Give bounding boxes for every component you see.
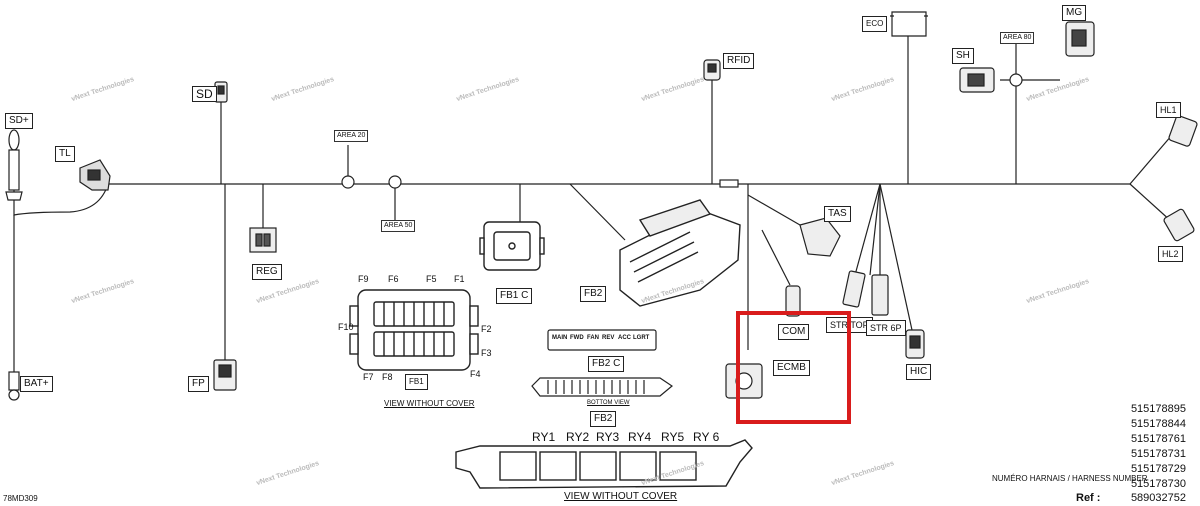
str-top-connector xyxy=(842,270,866,308)
label-hic: HIC xyxy=(906,364,932,380)
ref-label: Ref : xyxy=(1076,492,1101,504)
tl-connector xyxy=(79,159,111,191)
harness-number: 515178844 xyxy=(1130,418,1186,430)
ref-number: 589032752 xyxy=(1130,492,1186,504)
com-connector xyxy=(785,285,801,317)
label-sh: SH xyxy=(952,48,974,64)
fuse-label: F7 xyxy=(363,372,374,382)
fuse-label: F5 xyxy=(426,274,437,284)
area-20-marker: AREA 20 xyxy=(334,130,369,142)
label-tas: TAS xyxy=(824,206,851,222)
hl2-connector xyxy=(1163,208,1195,242)
area-80-marker: AREA 80 xyxy=(1000,32,1035,44)
relay-label: RY3 xyxy=(596,430,620,444)
harness-number: 515178730 xyxy=(1130,478,1186,490)
fuse-label: F8 xyxy=(382,372,393,382)
harness-number: 515178731 xyxy=(1130,448,1186,460)
fb2c-slot: REV xyxy=(602,335,615,341)
area-50-marker: AREA 50 xyxy=(381,220,416,232)
ecmb-connector xyxy=(725,363,763,399)
label-hl1: HL1 xyxy=(1156,102,1181,118)
harness-number: 515178895 xyxy=(1130,403,1186,415)
fuse-label: F3 xyxy=(481,348,492,358)
mg-connector xyxy=(1065,21,1095,57)
label-fb2: FB2 xyxy=(580,286,607,302)
bottom-view-note: BOTTOM VIEW xyxy=(587,400,630,406)
diagram-code: 78MD309 xyxy=(3,494,38,503)
fb2c-slot: LGRT xyxy=(633,335,650,341)
fuse-label: F1 xyxy=(454,274,465,284)
label-str-6p: STR 6P xyxy=(866,320,906,336)
fb2-c-strip xyxy=(547,329,657,351)
fb2-bottom-view xyxy=(531,377,674,397)
label-fb2-bottom: FB2 xyxy=(590,411,617,427)
fuse-label: F6 xyxy=(388,274,399,284)
label-fb1-c: FB1 C xyxy=(496,288,533,304)
fb2c-slot: ACC xyxy=(618,335,631,341)
label-com: COM xyxy=(778,324,810,340)
fb2c-slot: FAN xyxy=(587,335,599,341)
rfid-connector xyxy=(703,59,721,81)
relay-label: RY 6 xyxy=(693,430,720,444)
relay-box xyxy=(455,439,753,489)
fb2c-slot: MAIN xyxy=(552,335,568,341)
label-sd-plus: SD+ xyxy=(5,113,33,129)
fb2c-slot: FWD xyxy=(570,335,584,341)
label-rfid: RFID xyxy=(723,53,755,69)
label-fp: FP xyxy=(188,376,209,392)
view-without-cover-note: VIEW WITHOUT COVER xyxy=(384,399,475,408)
relay-label: RY4 xyxy=(628,430,652,444)
hl1-connector xyxy=(1168,115,1198,147)
fb2-module xyxy=(619,199,741,307)
sd-connector xyxy=(214,81,228,103)
sh-connector xyxy=(959,67,995,93)
fuse-label: F4 xyxy=(470,369,481,379)
label-fb1: FB1 xyxy=(405,374,428,390)
label-tl: TL xyxy=(55,146,75,162)
sd-plus-connector xyxy=(5,129,23,201)
label-hl2: HL2 xyxy=(1158,246,1183,262)
label-mg: MG xyxy=(1062,5,1087,21)
highlight-box xyxy=(736,311,851,424)
fp-connector xyxy=(213,359,237,391)
bat-plus-terminal xyxy=(8,371,20,401)
tas-connector xyxy=(799,217,841,257)
harness-number-label: NUMÉRO HARNAIS / HARNESS NUMBER xyxy=(992,474,1148,483)
label-bat-plus: BAT+ xyxy=(20,376,53,392)
str-6p-connector xyxy=(871,274,889,316)
hic-connector xyxy=(905,329,925,359)
fuse-label: F2 xyxy=(481,324,492,334)
label-fb2-c: FB2 C xyxy=(588,356,625,372)
label-eco: ECO xyxy=(862,16,888,32)
relay-label: RY1 xyxy=(532,430,556,444)
harness-number: 515178761 xyxy=(1130,433,1186,445)
label-reg: REG xyxy=(252,264,282,280)
view-without-cover-note: VIEW WITHOUT COVER xyxy=(564,491,678,502)
reg-connector xyxy=(249,227,277,253)
harness-number: 515178729 xyxy=(1130,463,1186,475)
fuse-label: F9 xyxy=(358,274,369,284)
label-sd: SD xyxy=(192,86,217,102)
fuse-label: F10 xyxy=(338,322,354,332)
relay-label: RY2 xyxy=(566,430,590,444)
fb1-c-connector xyxy=(479,221,545,271)
eco-connector xyxy=(890,11,928,37)
label-ecmb: ECMB xyxy=(773,360,810,376)
relay-label: RY5 xyxy=(661,430,685,444)
fb1-fuse-box xyxy=(349,289,479,371)
